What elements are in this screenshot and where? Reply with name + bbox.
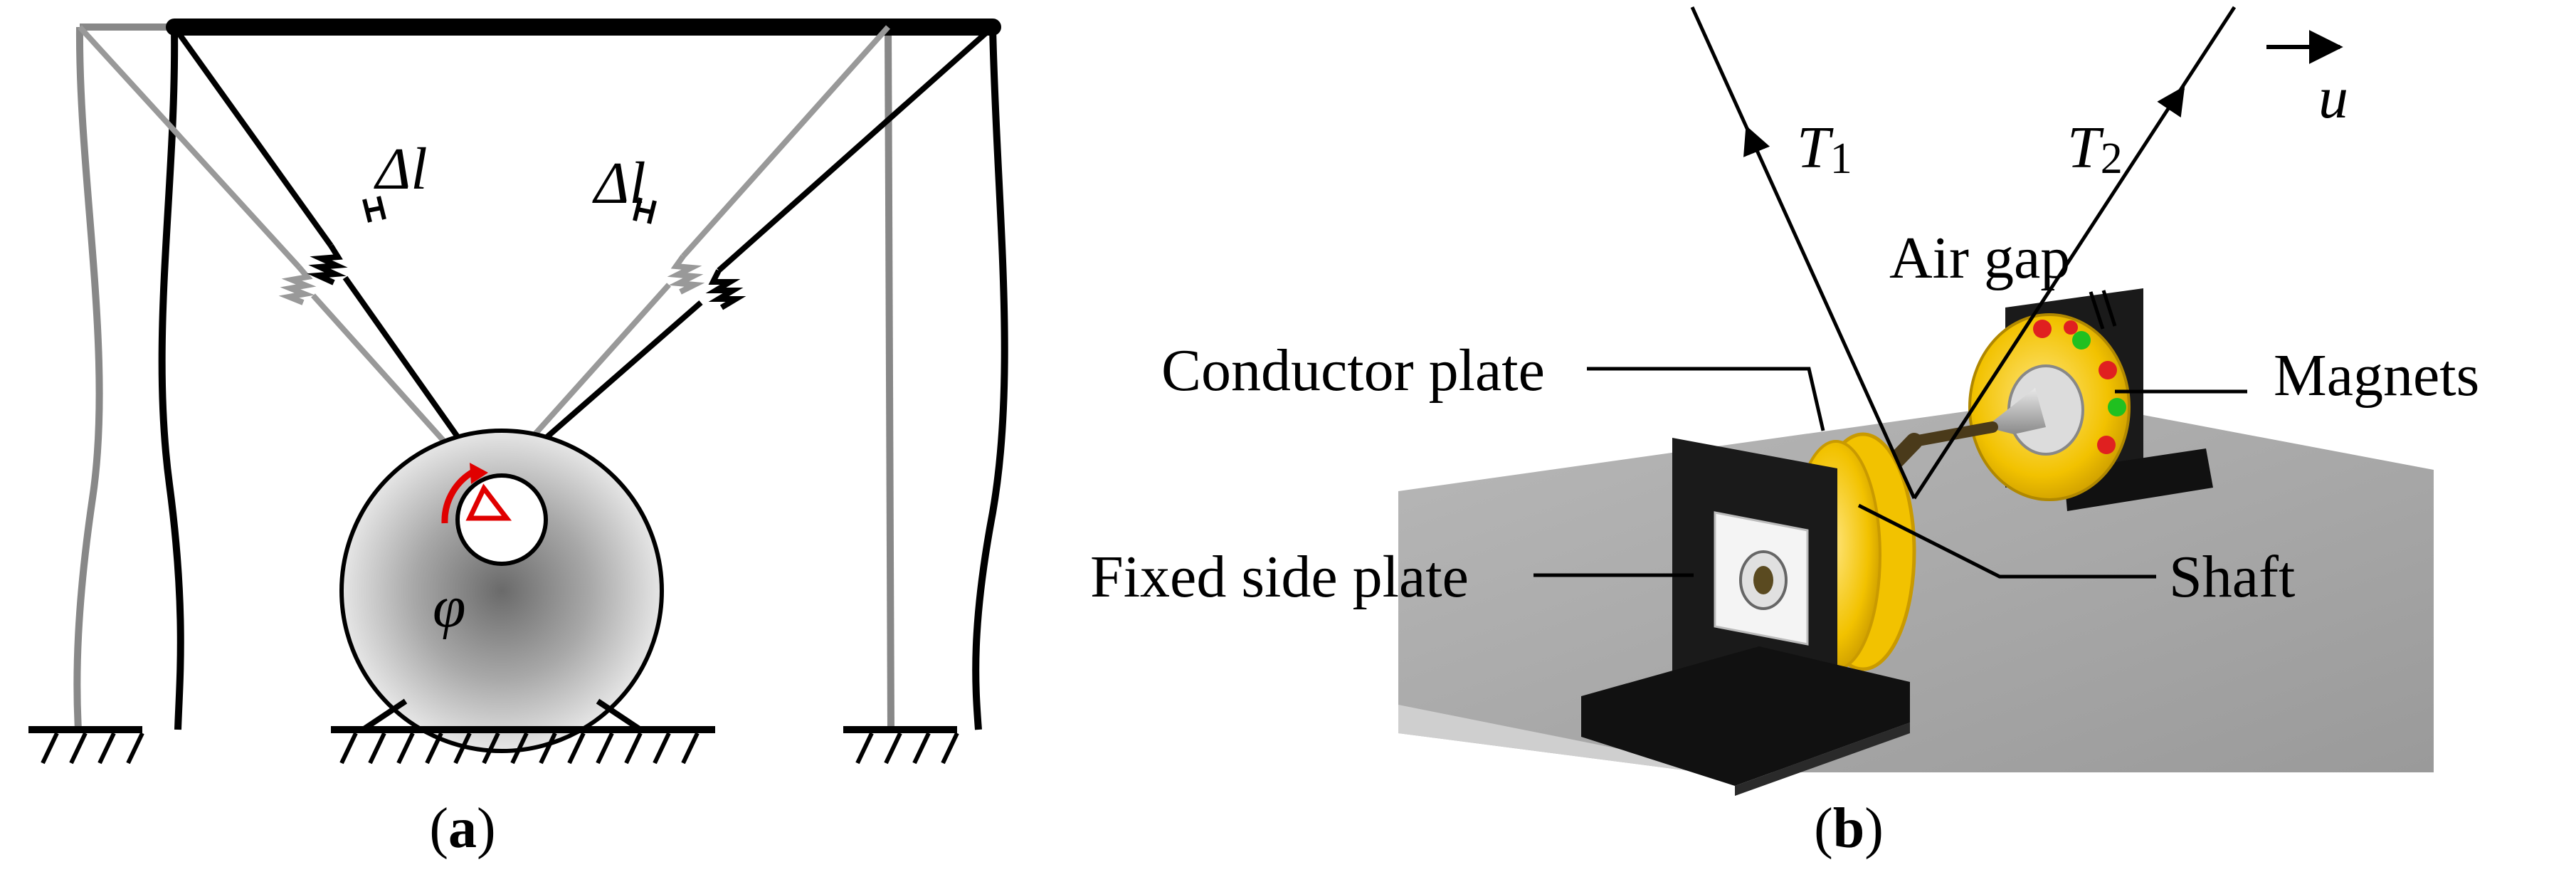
right-cone: [1985, 388, 2046, 434]
table-edge: [1398, 705, 1701, 772]
shaft-end: [1909, 421, 1998, 447]
deformed-right-column: [885, 26, 894, 730]
caption-a: (a): [429, 797, 495, 860]
fixed-plate-foot-edge: [1735, 723, 1910, 796]
air-gap-marker-2: [2101, 290, 2117, 327]
panel-a: Δl Δl φ: [28, 19, 1008, 860]
drum-support: [331, 698, 715, 733]
leader-shaft: [1857, 503, 2156, 579]
delta-marker-left: [362, 196, 386, 223]
angle-label: φ: [433, 574, 465, 640]
air-gap-marker-1: [2089, 291, 2105, 330]
shaft-label: Shaft: [2169, 544, 2295, 610]
rotation-arrow: [441, 466, 479, 524]
rotation-arrow-head: [470, 463, 488, 484]
right-plate-foot: [2064, 448, 2213, 511]
magnets-label: Magnets: [2274, 342, 2479, 409]
tension-1-label: T1: [1797, 115, 1852, 183]
arrow-t1: [1743, 125, 1770, 157]
delta-label-left: Δl: [374, 136, 428, 202]
drum-ground-hatch: [339, 732, 700, 765]
deformed-left-column: [73, 26, 103, 730]
caption-b: (b): [1814, 797, 1884, 860]
frame: [158, 19, 1008, 730]
right-ground: [843, 726, 959, 765]
conductor-plate-label: Conductor plate: [1161, 337, 1545, 404]
delta-label-right: Δl: [592, 150, 646, 216]
fixed-side-plate-label: Fixed side plate: [1090, 544, 1469, 610]
leader-conductor-plate: [1587, 367, 1825, 431]
left-ground: [28, 726, 144, 765]
left-column: [158, 26, 184, 730]
velocity-label: u: [2318, 65, 2348, 131]
drum: [339, 429, 664, 753]
right-column: [972, 26, 1008, 730]
magnets: [2033, 320, 2126, 454]
air-gap-label: Air gap: [1889, 225, 2070, 291]
gray-braces: [78, 25, 890, 493]
bearing-shaft-end: [1753, 566, 1773, 594]
arrow-t2: [2157, 85, 2185, 118]
tension-2-label: T2: [2067, 115, 2123, 183]
angle-triangle: [465, 483, 512, 521]
panel-b: T1 T2 u Air gap Conductor plate Magnets …: [1090, 6, 2479, 860]
delta-marker-right: [633, 197, 657, 224]
rope-1: [1690, 6, 1916, 500]
fixed-plate-foot: [1581, 646, 1910, 786]
